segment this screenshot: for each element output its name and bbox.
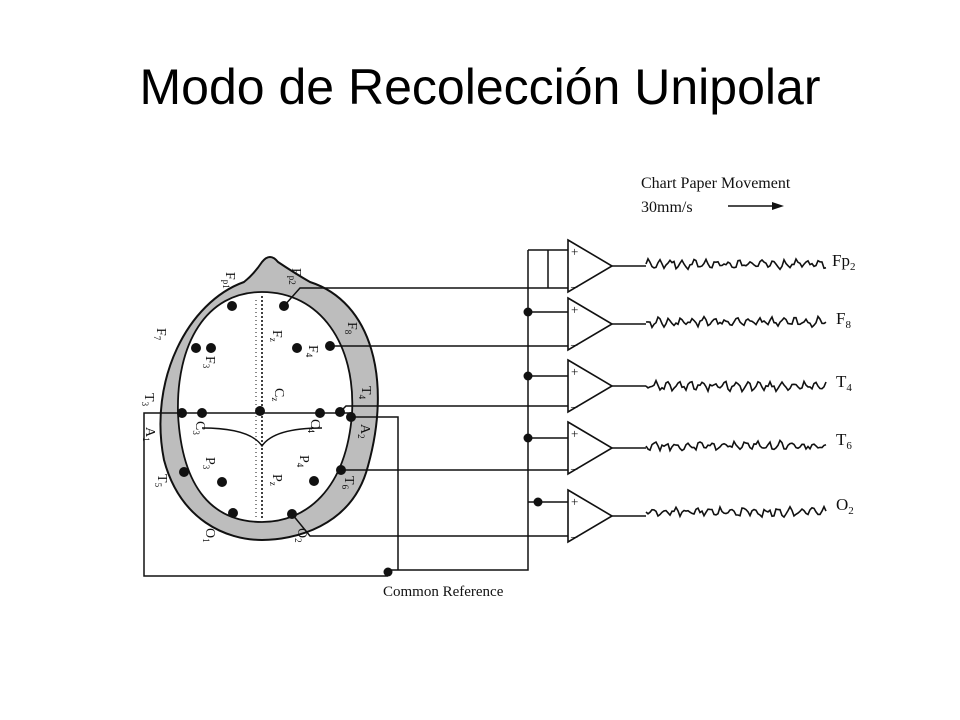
electrode-dot-f7 — [191, 343, 201, 353]
channel-label-fp2: Fp2 — [832, 251, 855, 273]
channel-label-f8: F8 — [836, 309, 851, 331]
electrode-label-c4: C4 — [306, 419, 322, 433]
wire-t4 — [339, 405, 568, 413]
electrode-dot-fp1 — [227, 301, 237, 311]
junction-dots — [383, 307, 543, 577]
svg-text:_: _ — [570, 274, 578, 289]
electrode-label-p4: P4 — [295, 455, 311, 468]
electrode-label-fz: Fz — [268, 330, 284, 342]
wire-o2 — [291, 513, 568, 537]
electrode-label-o2: O2 — [293, 528, 309, 543]
electrode-label-pz: Pz — [268, 474, 284, 486]
electrode-label-fp2: Fp2 — [287, 268, 303, 285]
svg-text:+: + — [571, 302, 578, 317]
svg-text:_: _ — [570, 332, 578, 347]
electrode-label-t6: T6 — [340, 476, 356, 490]
electrode-dot-p3 — [217, 477, 227, 487]
electrode-label-c3: C3 — [191, 421, 207, 435]
channel-label-t6: T6 — [836, 430, 852, 452]
eeg-traces — [645, 256, 827, 519]
electrode-label-t4: T4 — [357, 386, 373, 400]
electrode-dot-c3 — [197, 408, 207, 418]
svg-text:_: _ — [570, 524, 578, 539]
amplifier-2: + _ — [567, 296, 614, 352]
electrode-label-a2: A2 — [356, 424, 372, 439]
electrode-label-f7: F7 — [152, 328, 168, 341]
electrode-dot-f3 — [206, 343, 216, 353]
electrode-label-cz: Cz — [270, 388, 286, 401]
electrode-label-p3: P3 — [201, 457, 217, 470]
wire-a1-reference — [143, 412, 388, 577]
chart-paper-movement-label: Chart Paper Movement — [641, 175, 791, 192]
electrode-label-t3: T3 — [140, 393, 156, 407]
electrode-label-f4: F4 — [304, 345, 320, 358]
channel-label-o2: O2 — [836, 495, 854, 517]
electrode-labels: Fp1 Fp2 F7 F3 Fz F4 F8 T3 C3 Cz C4 T4 A1… — [140, 268, 373, 543]
eeg-trace-1 — [645, 256, 827, 271]
wire-a2-reference — [351, 416, 399, 570]
electrode-wires — [143, 249, 568, 577]
svg-text:_: _ — [570, 394, 578, 409]
paper-direction-arrow-icon — [728, 202, 784, 210]
amplifier-outputs — [612, 265, 646, 517]
svg-text:+: + — [571, 364, 578, 379]
electrode-label-f8: F8 — [343, 322, 359, 335]
electrode-label-o1: O1 — [201, 528, 217, 543]
slide-title: Modo de Recolección Unipolar — [139, 59, 821, 115]
common-reference-label: Common Reference — [383, 584, 504, 600]
chart-paper-speed-label: 30mm/s — [641, 199, 693, 216]
eeg-trace-4 — [645, 439, 827, 453]
electrode-label-f3: F3 — [201, 356, 217, 369]
electrode-dot-o1 — [228, 508, 238, 518]
electrode-label-t5: T5 — [153, 474, 169, 488]
head-outline — [159, 256, 379, 542]
svg-text:+: + — [571, 244, 578, 259]
electrode-dot-cz — [255, 406, 265, 416]
reference-bus — [388, 250, 529, 571]
amplifiers: + _ + _ + _ + _ + _ — [567, 238, 614, 544]
electrode-dot-f4 — [292, 343, 302, 353]
electrode-label-a1: A1 — [141, 427, 157, 442]
svg-text:+: + — [571, 426, 578, 441]
svg-text:+: + — [571, 494, 578, 509]
amplifier-4: + _ — [567, 420, 614, 476]
svg-text:_: _ — [570, 456, 578, 471]
wire-fp2 — [283, 287, 568, 307]
amplifier-3: + _ — [567, 358, 614, 414]
electrode-dot-c4 — [315, 408, 325, 418]
amplifier-1: + _ — [567, 238, 614, 294]
channel-labels: Fp2 F8 T4 T6 O2 — [832, 251, 855, 517]
electrode-dot-p4 — [309, 476, 319, 486]
eeg-trace-2 — [645, 314, 827, 330]
eeg-trace-3 — [645, 378, 827, 394]
channel-label-t4: T4 — [836, 372, 852, 394]
electrode-label-fp1: Fp1 — [221, 272, 237, 289]
amplifier-5: + _ — [567, 488, 614, 544]
electrode-dot-t5 — [179, 467, 189, 477]
eeg-trace-5 — [645, 504, 827, 519]
